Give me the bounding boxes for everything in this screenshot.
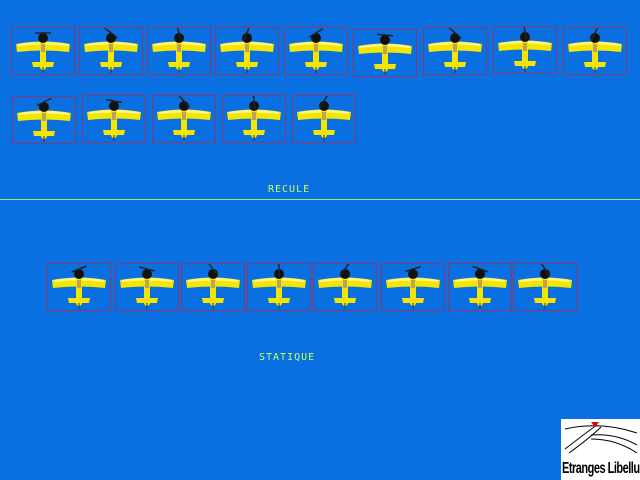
sprite-frame-statique-3 (181, 263, 245, 311)
sprite-frame-recule-1 (11, 27, 75, 75)
plane-icon (16, 32, 70, 73)
plane-icon (428, 28, 482, 73)
sprite-frame-recule-3 (147, 27, 211, 75)
sprite-frame-statique-5 (313, 263, 377, 311)
plane-icon (186, 264, 240, 309)
plane-icon (120, 266, 174, 309)
dragonfly-logo-icon (564, 422, 638, 454)
sprite-frame-recule-14 (292, 95, 356, 143)
plane-icon (17, 97, 71, 142)
sprite-frame-recule-6 (353, 29, 417, 77)
section-divider (0, 199, 640, 200)
studio-logo: Etranges Libellules (561, 419, 640, 480)
sprite-frame-recule-7 (423, 27, 487, 75)
plane-icon (157, 96, 211, 141)
logo-text: Etranges Libellules (562, 460, 640, 477)
plane-icon (386, 265, 440, 309)
sprite-frame-recule-12 (152, 95, 216, 143)
plane-icon (568, 28, 622, 73)
sprite-frame-recule-10 (12, 96, 76, 144)
sprite-frame-recule-2 (79, 27, 143, 75)
plane-icon (252, 264, 306, 309)
section-label-statique: STATIQUE (259, 352, 316, 363)
section-label-recule: RECULE (268, 184, 311, 195)
sprite-frame-recule-13 (222, 95, 286, 143)
plane-icon (498, 27, 552, 72)
sprite-frame-recule-9 (563, 27, 627, 75)
plane-icon (358, 33, 412, 75)
plane-icon (297, 96, 351, 141)
sprite-frame-recule-11 (82, 95, 146, 143)
plane-icon (227, 96, 281, 141)
sprite-frame-recule-5 (284, 27, 348, 75)
sprite-frame-recule-4 (215, 27, 279, 75)
plane-icon (220, 28, 274, 73)
sprite-frame-statique-6 (381, 263, 445, 311)
plane-icon (52, 265, 106, 309)
plane-icon (318, 264, 372, 309)
sprite-frame-statique-2 (115, 263, 179, 311)
sprite-frame-statique-7 (448, 263, 512, 311)
plane-icon (152, 28, 206, 73)
sprite-frame-statique-1 (47, 263, 111, 311)
sprite-frame-statique-8 (513, 263, 577, 311)
plane-icon (87, 98, 141, 141)
plane-icon (453, 265, 507, 309)
plane-icon (289, 28, 343, 73)
plane-icon (84, 28, 138, 73)
sprite-frame-statique-4 (247, 263, 311, 311)
plane-icon (518, 264, 572, 309)
sprite-frame-recule-8 (493, 26, 557, 74)
